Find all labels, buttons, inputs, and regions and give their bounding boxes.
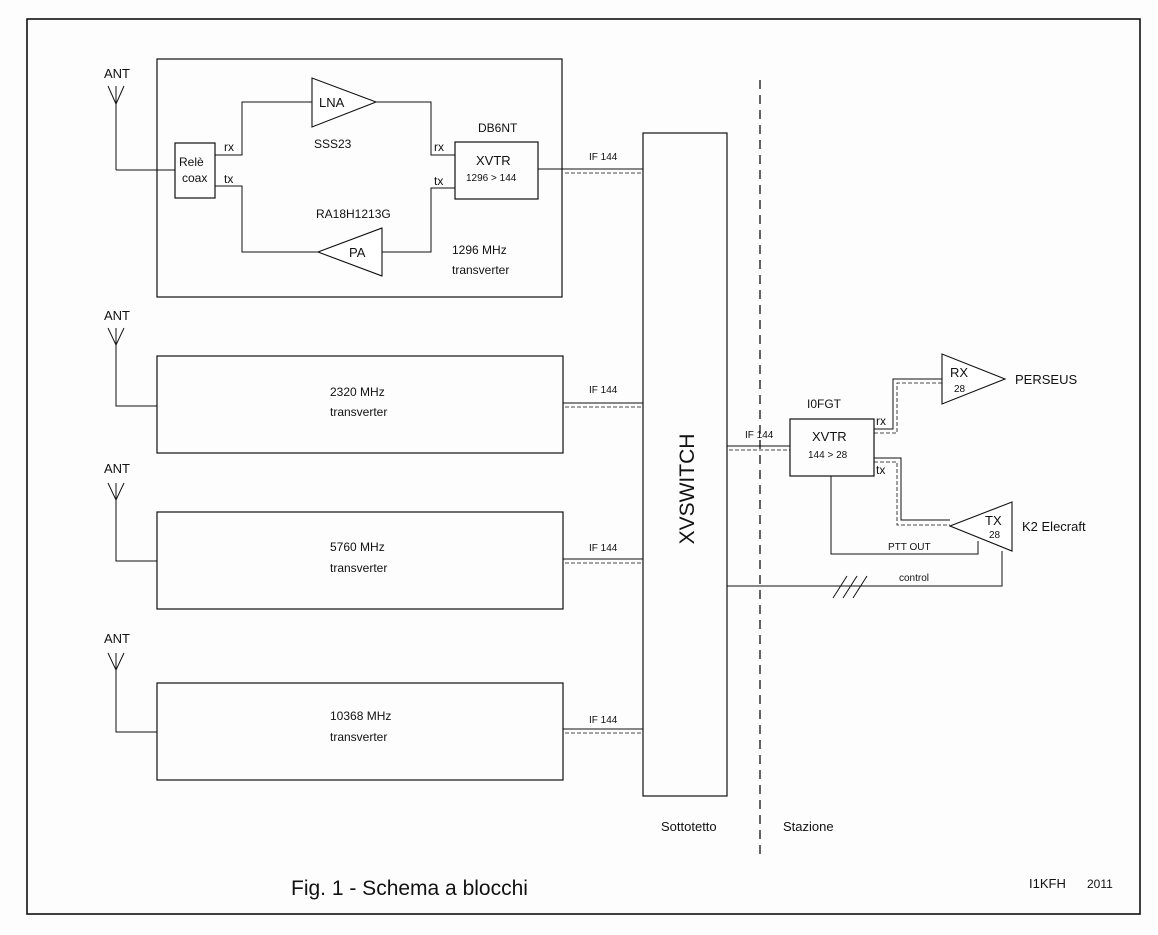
transverter-10368-desc: transverter	[330, 730, 387, 744]
antenna-label: ANT	[104, 308, 130, 323]
antenna-5760: ANT	[104, 461, 157, 562]
xvswitch-box	[642, 132, 728, 797]
rx-device: PERSEUS	[1015, 372, 1077, 387]
lna-part: SSS23	[314, 137, 352, 151]
rx-amplifier	[941, 353, 1007, 405]
xvtr-1296-box	[454, 141, 539, 200]
antenna-label: ANT	[104, 66, 130, 81]
coax-relay-label-2: coax	[182, 171, 207, 185]
coax-relay	[174, 142, 216, 199]
transverter-5760-box	[156, 511, 564, 610]
tx-amp-sub: 28	[989, 530, 1001, 541]
tx-amplifier	[948, 501, 1013, 552]
xvtr-station-box	[789, 418, 875, 477]
transverter-5760-desc: transverter	[330, 561, 387, 575]
xvtr-1296-maker: DB6NT	[478, 121, 518, 135]
zone-left-label: Sottotetto	[661, 819, 717, 834]
module-1296-box	[156, 58, 563, 298]
rx-amp-label: RX	[950, 365, 968, 380]
zone-right-label: Stazione	[783, 819, 834, 834]
control-label: control	[899, 573, 929, 584]
transverter-5760-freq: 5760 MHz	[330, 540, 385, 554]
tx-device: K2 Elecraft	[1022, 519, 1086, 534]
bus-hatch	[832, 575, 868, 599]
ptt-line	[830, 476, 979, 555]
xvtr-rx-label: rx	[434, 140, 444, 154]
transverter-10368-freq: 10368 MHz	[330, 709, 391, 723]
relay-rx-label: rx	[224, 140, 234, 154]
if-label-3: IF 144	[589, 543, 618, 554]
author: I1KFH	[1029, 876, 1066, 891]
xvtr-station-tx: tx	[876, 463, 885, 477]
xvtr-station-conv: 144 > 28	[808, 450, 848, 461]
page-frame	[26, 18, 1141, 915]
antenna-label: ANT	[104, 461, 130, 476]
xvtr-station-label: XVTR	[812, 429, 847, 444]
transverter-2320-freq: 2320 MHz	[330, 385, 385, 399]
if-label-4: IF 144	[589, 715, 618, 726]
coax-relay-label-1: Relè	[179, 155, 204, 169]
module-1296-desc: transverter	[452, 263, 509, 277]
figure-caption: Fig. 1 - Schema a blocchi	[291, 877, 528, 900]
antenna-1296: ANT	[104, 66, 175, 171]
transverter-2320-box	[156, 355, 564, 454]
antenna-10368: ANT	[104, 631, 157, 733]
if-label-2: IF 144	[589, 385, 618, 396]
xvtr-tx-label: tx	[434, 174, 443, 188]
transverter-10368-box	[156, 682, 564, 781]
ptt-label: PTT OUT	[888, 542, 931, 553]
antenna-label: ANT	[104, 631, 130, 646]
xvtr-1296-label: XVTR	[476, 153, 511, 168]
control-line	[727, 551, 1003, 587]
module-1296-freq: 1296 MHz	[452, 243, 507, 257]
antenna-2320: ANT	[104, 308, 157, 407]
transverter-2320-desc: transverter	[330, 405, 387, 419]
if-label-1: IF 144	[589, 152, 618, 163]
relay-tx-label: tx	[224, 172, 233, 186]
pa-label: PA	[349, 245, 366, 260]
pa-amplifier	[316, 227, 383, 277]
pa-part: RA18H1213G	[316, 207, 391, 221]
rx-amp-sub: 28	[954, 384, 966, 395]
xvtr-1296-conv: 1296 > 144	[466, 173, 517, 184]
xvswitch-label: XVSWITCH	[676, 434, 699, 545]
xvtr-station-rx: rx	[876, 414, 886, 428]
lna-amplifier	[311, 77, 378, 128]
xvtr-station-maker: I0FGT	[807, 397, 842, 411]
lna-label: LNA	[319, 95, 345, 110]
tx-amp-label: TX	[985, 513, 1002, 528]
if-label-station: IF 144	[745, 430, 774, 441]
year: 2011	[1087, 877, 1113, 891]
